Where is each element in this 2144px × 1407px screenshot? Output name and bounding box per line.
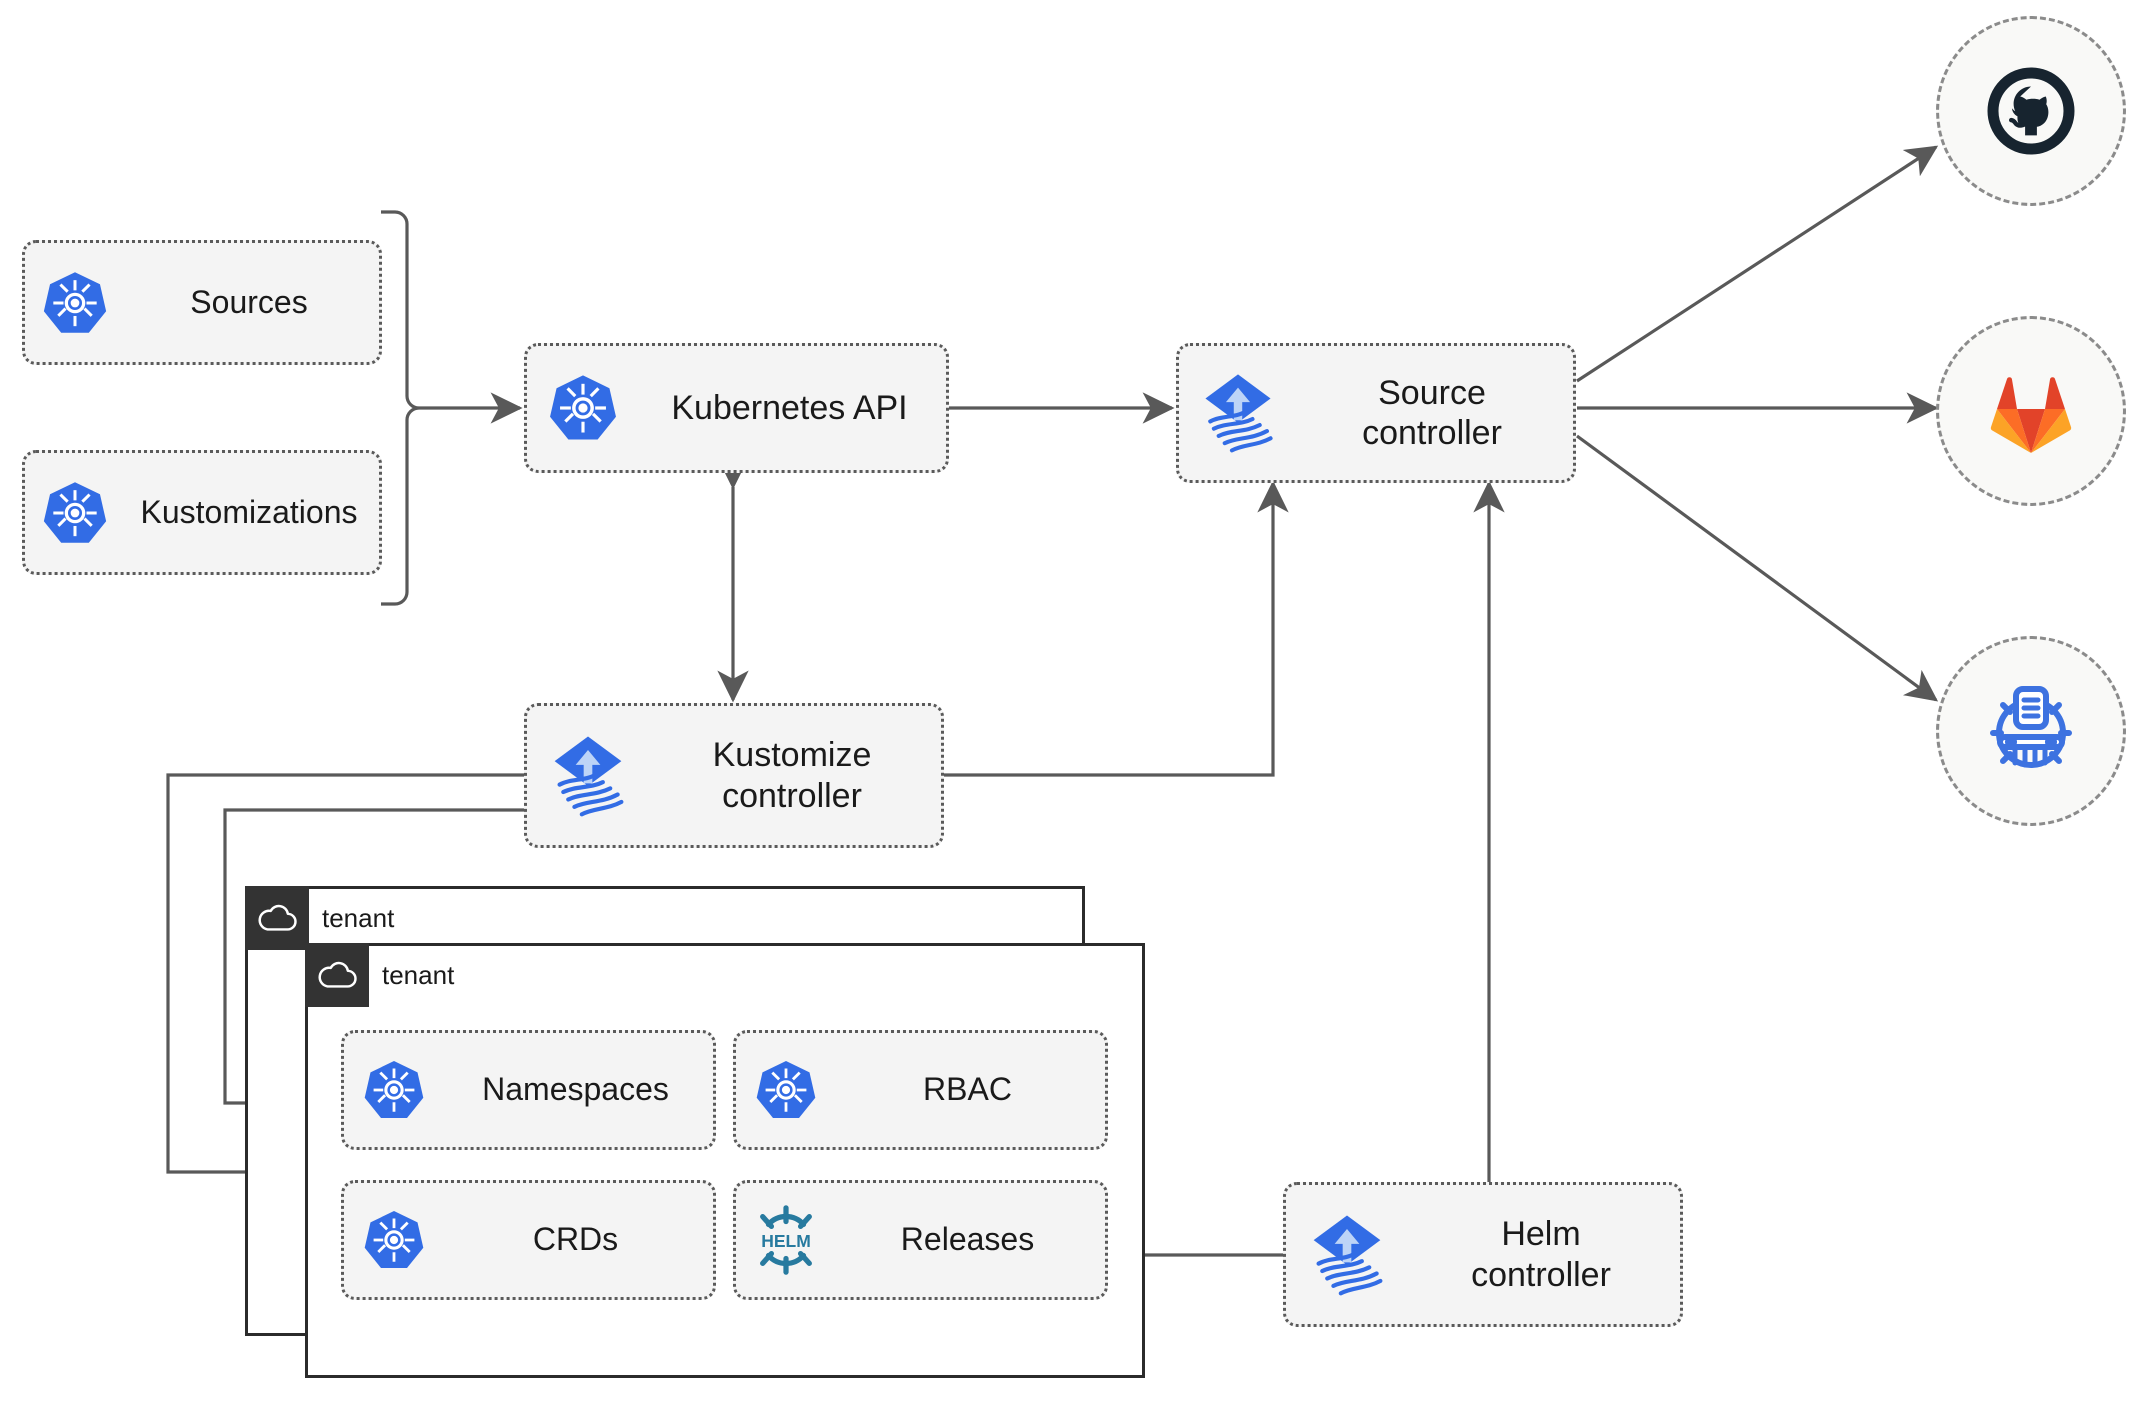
node-label: Kubernetes API <box>671 388 908 427</box>
node-helm-controller[interactable]: Helm controller <box>1283 1182 1683 1327</box>
node-label: CRDs <box>532 1221 619 1258</box>
node-crds[interactable]: CRDs <box>341 1180 716 1300</box>
endpoint-github[interactable] <box>1936 16 2126 206</box>
flux-icon <box>1286 1213 1408 1297</box>
tenant-label: tenant <box>382 960 455 990</box>
flux-icon <box>527 734 649 818</box>
node-kustomize-controller[interactable]: Kustomize controller <box>524 703 944 848</box>
node-sources[interactable]: Sources <box>22 240 382 365</box>
endpoint-gitlab[interactable] <box>1936 316 2126 506</box>
kubernetes-icon <box>736 1058 836 1122</box>
gitlab-icon <box>1990 377 2072 453</box>
node-kubernetes-api[interactable]: Kubernetes API <box>524 343 949 473</box>
tenant-label: tenant <box>322 903 395 933</box>
node-rbac[interactable]: RBAC <box>733 1030 1108 1150</box>
cloud-icon <box>305 943 369 1007</box>
node-namespaces[interactable]: Namespaces <box>341 1030 716 1150</box>
group-brace <box>381 210 420 606</box>
helm-icon: HELM <box>736 1205 836 1275</box>
node-label: Kustomizations <box>140 493 358 530</box>
node-label: RBAC <box>923 1071 1012 1108</box>
kubernetes-icon <box>344 1208 444 1272</box>
node-label: Sources <box>190 283 308 320</box>
kubernetes-icon <box>25 269 125 337</box>
github-icon <box>1987 67 2075 155</box>
cloud-icon <box>245 886 309 950</box>
node-kustomizations[interactable]: Kustomizations <box>22 450 382 575</box>
edge-kustomize-to-source-controller <box>943 480 1289 777</box>
edge-source-to-github <box>1576 145 1939 383</box>
node-releases[interactable]: HELM Releases <box>733 1180 1108 1300</box>
svg-text:HELM: HELM <box>761 1231 811 1251</box>
tenant-frame-front: tenant <box>305 943 1145 1378</box>
node-source-controller[interactable]: Source controller <box>1176 343 1576 483</box>
kubernetes-icon <box>25 479 125 547</box>
node-label: Releases <box>900 1221 1035 1258</box>
node-label: Helm controller <box>1471 1215 1611 1294</box>
edge-source-to-registry <box>1576 434 1939 702</box>
flux-icon <box>1179 372 1297 454</box>
node-label: Source controller <box>1362 373 1502 452</box>
endpoint-helm-registry[interactable] <box>1936 636 2126 826</box>
helm-registry-icon <box>1990 686 2072 768</box>
node-label: Namespaces <box>482 1071 669 1108</box>
kubernetes-icon <box>344 1058 444 1122</box>
node-label: Kustomize controller <box>712 736 872 815</box>
kubernetes-icon <box>527 372 639 444</box>
